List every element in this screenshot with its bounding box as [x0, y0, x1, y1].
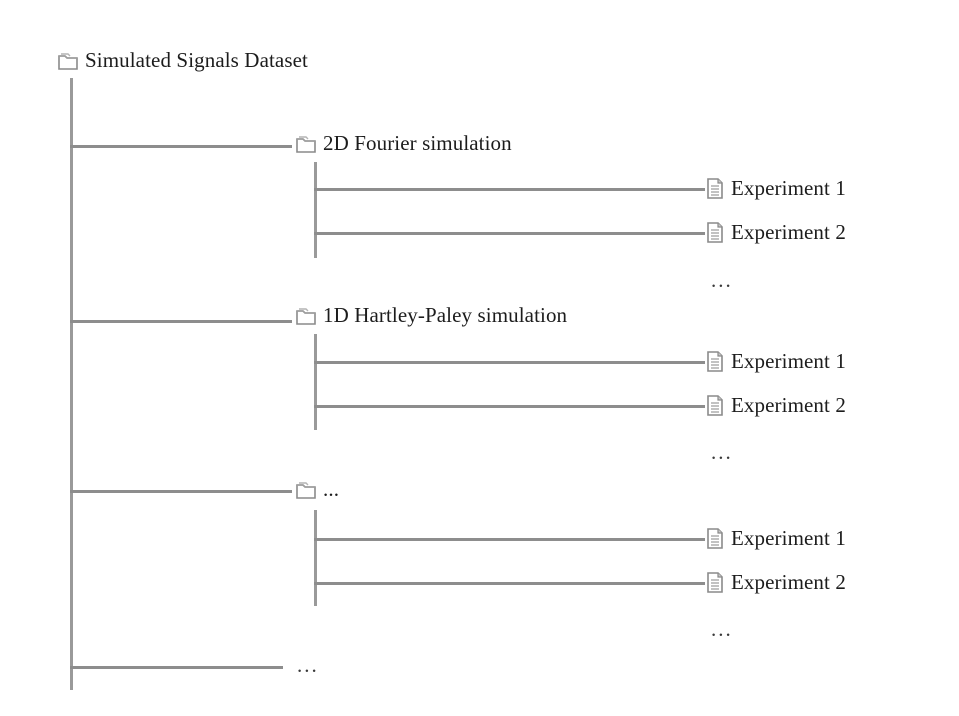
- root-branch-line-4: [70, 666, 283, 669]
- branch-1-child-line-1: [314, 188, 705, 191]
- tree-node-label: 2D Fourier simulation: [323, 131, 512, 155]
- tree-leaf-label: Experiment 2: [731, 220, 846, 244]
- document-icon: [705, 177, 725, 200]
- tree-leaf-branch-1-experiment-2[interactable]: Experiment 2: [705, 220, 846, 245]
- folder-icon: [295, 480, 317, 500]
- tree-leaf-label: Experiment 1: [731, 526, 846, 550]
- branch-1-more-ellipsis: ...: [711, 268, 733, 292]
- tree-node-label: Simulated Signals Dataset: [85, 48, 308, 72]
- root-branch-line-2: [70, 320, 292, 323]
- root-branch-line-1: [70, 145, 292, 148]
- branch-3-trunk-line: [314, 510, 317, 606]
- tree-node-label: ...: [323, 477, 340, 501]
- tree-leaf-branch-3-experiment-2[interactable]: Experiment 2: [705, 570, 846, 595]
- tree-leaf-label: Experiment 2: [731, 393, 846, 417]
- tree-node-branch-3[interactable]: ...: [295, 477, 339, 502]
- branch-3-child-line-2: [314, 582, 705, 585]
- tree-leaf-branch-3-experiment-1[interactable]: Experiment 1: [705, 526, 846, 551]
- branch-3-more-ellipsis: ...: [711, 617, 733, 641]
- folder-icon: [295, 134, 317, 154]
- branch-3-child-line-1: [314, 538, 705, 541]
- branch-2-child-line-2: [314, 405, 705, 408]
- folder-icon: [295, 306, 317, 326]
- root-branch-line-3: [70, 490, 292, 493]
- tree-node-branch-2[interactable]: 1D Hartley-Paley simulation: [295, 303, 567, 328]
- document-icon: [705, 221, 725, 244]
- tree-leaf-branch-2-experiment-2[interactable]: Experiment 2: [705, 393, 846, 418]
- branch-1-child-line-2: [314, 232, 705, 235]
- tree-leaf-branch-1-experiment-1[interactable]: Experiment 1: [705, 176, 846, 201]
- tree-leaf-label: Experiment 1: [731, 176, 846, 200]
- tree-node-label: 1D Hartley-Paley simulation: [323, 303, 568, 327]
- branch-2-child-line-1: [314, 361, 705, 364]
- tree-leaf-branch-2-experiment-1[interactable]: Experiment 1: [705, 349, 846, 374]
- tree-node-root[interactable]: Simulated Signals Dataset: [57, 48, 308, 73]
- branch-1-trunk-line: [314, 162, 317, 258]
- tree-node-branch-1[interactable]: 2D Fourier simulation: [295, 131, 512, 156]
- document-icon: [705, 527, 725, 550]
- tree-leaf-label: Experiment 1: [731, 349, 846, 373]
- root-more-ellipsis: ...: [297, 653, 319, 677]
- document-icon: [705, 571, 725, 594]
- document-icon: [705, 350, 725, 373]
- branch-2-more-ellipsis: ...: [711, 440, 733, 464]
- document-icon: [705, 394, 725, 417]
- tree-leaf-label: Experiment 2: [731, 570, 846, 594]
- branch-2-trunk-line: [314, 334, 317, 430]
- root-trunk-line: [70, 78, 73, 690]
- folder-icon: [57, 51, 79, 71]
